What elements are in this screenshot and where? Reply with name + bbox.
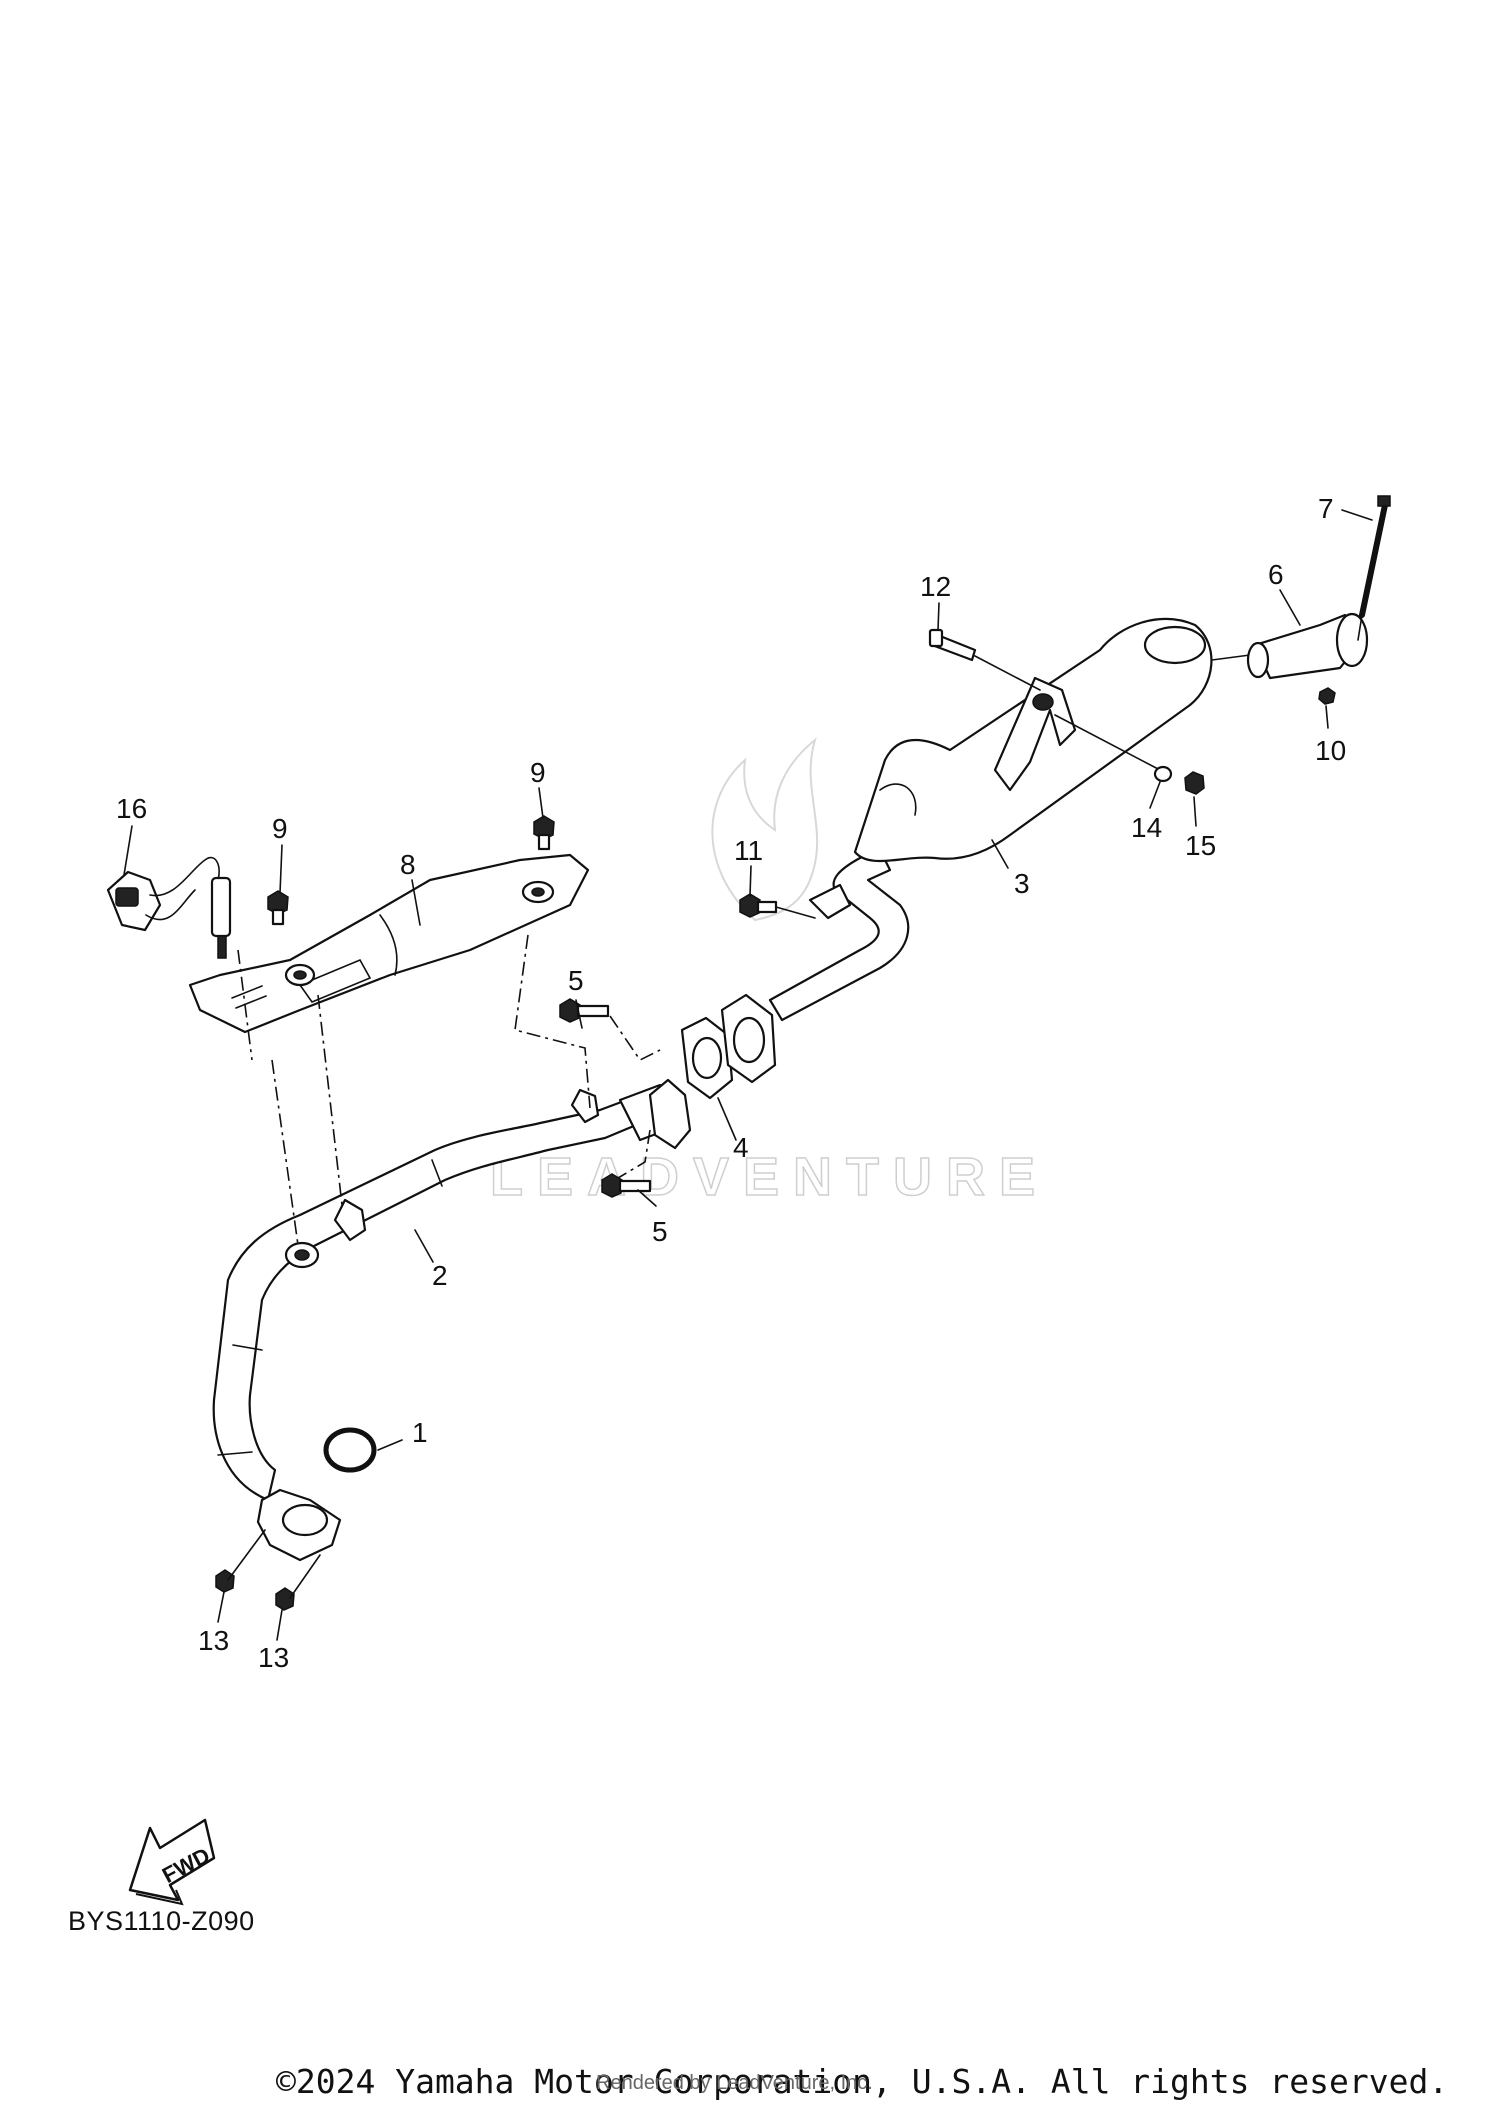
- bolt-12: [928, 628, 1161, 771]
- assembly-lines: [237, 934, 661, 1246]
- callout-15: 15: [1185, 830, 1216, 861]
- watermark-text: LEADVENTURE: [490, 1147, 1049, 1207]
- callout-13-left: 13: [198, 1625, 229, 1656]
- spark-arrester: [1246, 612, 1369, 680]
- callout-11: 11: [734, 835, 763, 866]
- callout-6: 6: [1268, 559, 1284, 590]
- joint-gaskets: [648, 993, 777, 1150]
- fwd-arrow-icon: FWD: [128, 1818, 216, 1906]
- leader-lines: [123, 509, 1373, 1641]
- callout-4: 4: [733, 1132, 749, 1163]
- callout-14: 14: [1131, 812, 1162, 843]
- nut-13-right: [275, 1587, 295, 1611]
- gasket: [323, 1427, 377, 1473]
- callout-3: 3: [1014, 868, 1030, 899]
- diagram-code: BYS1110-Z090: [68, 1906, 255, 1936]
- leadventure-watermark: LEADVENTURE: [489, 737, 1049, 1208]
- bolt-9-left: [267, 890, 289, 926]
- exhaust-pipe: [212, 1083, 682, 1562]
- callout-9-left: 9: [272, 813, 288, 844]
- muffler: [853, 617, 1251, 863]
- rendered-by-credit: Rendered by LeadVenture, Inc.: [596, 2072, 873, 2094]
- bolt-9-right: [533, 815, 555, 851]
- bolt-5-upper: [559, 998, 610, 1023]
- callout-7: 7: [1318, 493, 1334, 524]
- heat-protector: [188, 853, 590, 1034]
- nut-15: [1184, 771, 1205, 795]
- leadventure-flame-icon: [711, 737, 819, 922]
- callout-13-right: 13: [258, 1642, 289, 1673]
- bolt-5-lower: [601, 1173, 652, 1198]
- bolt-11: [739, 893, 816, 919]
- nut-10: [1318, 687, 1336, 705]
- callout-8: 8: [400, 849, 416, 880]
- middle-pipe: [768, 848, 910, 1022]
- bolt-long: [1357, 495, 1391, 641]
- callout-9-right: 9: [530, 757, 546, 788]
- callout-1: 1: [412, 1417, 428, 1448]
- o2-sensor: [106, 856, 232, 959]
- washer: [1153, 765, 1173, 783]
- nut-13-left: [215, 1569, 235, 1593]
- callout-16: 16: [116, 793, 147, 824]
- callout-5-lower: 5: [652, 1216, 668, 1247]
- callout-10: 10: [1315, 735, 1346, 766]
- callout-12: 12: [920, 571, 951, 602]
- callout-2: 2: [432, 1260, 448, 1291]
- callout-5-upper: 5: [568, 965, 584, 996]
- callout-labels: 1 2 3 4 5 5 6 7 8 9 9 10 11 12 13 13 14 …: [116, 493, 1346, 1673]
- copyright-notice: ©2024 Yamaha Motor Corporation, U.S.A. A…: [276, 2062, 1449, 2101]
